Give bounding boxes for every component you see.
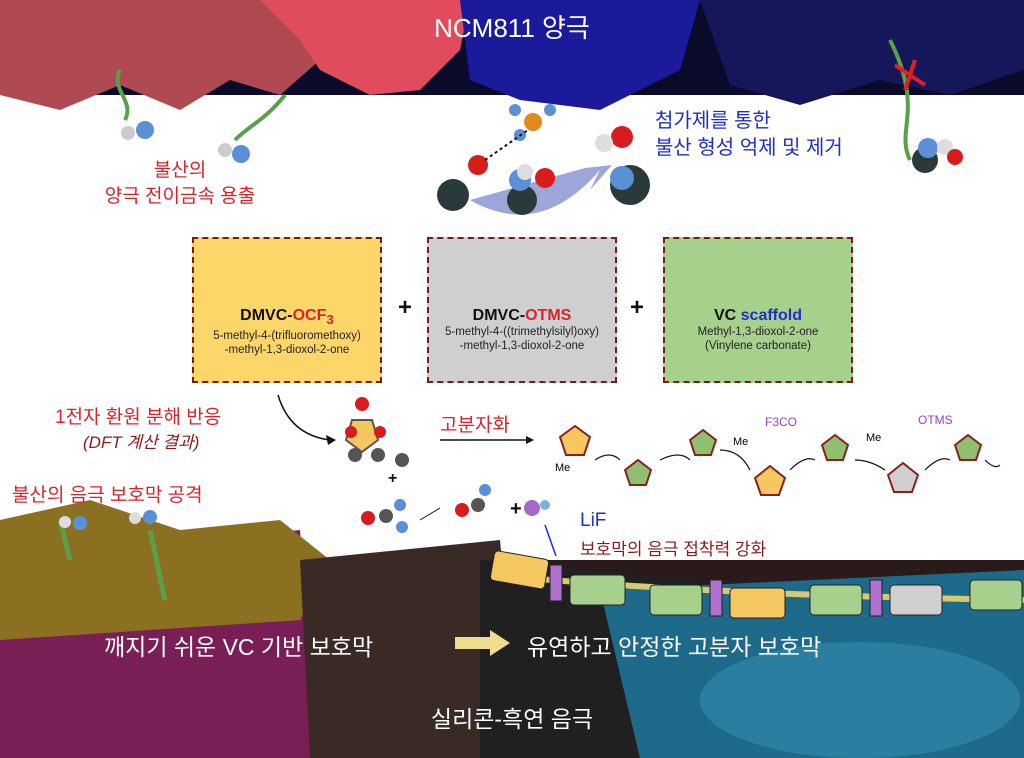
label-line: 불산 형성 억제 및 제거 [655,137,843,159]
hf-suppression-label: 첨가제를 통한 불산 형성 억제 및 제거 [655,108,843,162]
dft-note: (DFT 계산 결과) [83,433,200,452]
label-line: 첨가제를 통한 [655,110,771,132]
otms-label: OTMS [918,413,953,427]
molecule-group: scaffold [740,307,802,324]
molecule-card-vc: VC scaffold Methyl-1,3-dioxol-2-one (Vin… [663,237,853,383]
molecule-group: OCF [292,307,327,324]
plus-sign: + [630,294,645,321]
banner-arrow [455,630,510,656]
brittle-sei-label: 깨지기 쉬운 VC 기반 보호막 [104,634,374,660]
iupac-line: -methyl-1,3-dioxol-2-one [459,340,585,352]
reduction-label: 1전자 환원 분해 반응 [55,407,222,428]
molecule-group: OTMS [525,307,572,324]
iupac-line: 5-methyl-4-((trimethylsilyl)oxy) [445,326,599,338]
lif-label: LiF [580,510,607,531]
cathode-surface [0,0,1024,110]
f3co-label: F3CO [765,415,798,429]
plus-sign: + [388,470,398,487]
molecule-card-dmvc-otms: DMVC-OTMS 5-methyl-4-((trimethylsilyl)ox… [427,237,617,383]
polymer-sei-blocks [489,550,1023,619]
subscript: 3 [326,312,334,328]
flexible-sei-label: 유연하고 안정한 고분자 보호막 [527,634,822,660]
iupac-line: Methyl-1,3-dioxol-2-one [697,326,819,338]
iupac-line: -methyl-1,3-dioxol-2-one [224,344,350,357]
cathode-title: NCM811 양극 [434,13,590,43]
molecule-card-dmvc-ocf3: DMVC-OCF3 5-methyl-4-(trifluoromethoxy) … [192,237,382,383]
methyl-label: Me [866,432,882,444]
label-line: 양극 전이금속 용출 [104,186,256,207]
decomposition-molecules [277,394,557,557]
molecule-name: VC [713,307,741,324]
plus-sign: + [510,498,522,520]
polymerization-label: 고분자화 [440,415,510,436]
anode-scene [0,500,1024,758]
label-line: 불산의 [153,160,207,181]
methyl-label: Me [555,462,571,474]
anode-title: 실리콘-흑연 음극 [430,706,594,732]
molecule-name: DMVC- [240,307,293,324]
hf-molecule-icons [115,39,927,163]
polymer-chain [558,424,1001,496]
anode-attack-label: 불산의 음극 보호막 공격 [12,485,203,506]
cathode-dissolution-label: 불산의 양극 전이금속 용출 [70,158,290,210]
molecule-name: DMVC- [472,307,526,324]
lif-description: 보호막의 음극 접착력 강화 [580,540,767,559]
scavenging-scheme [437,104,963,215]
iupac-line: (Vinylene carbonate) [705,340,811,352]
methyl-label: Me [733,436,749,448]
iupac-line: 5-methyl-4-(trifluoromethoxy) [213,330,361,343]
plus-sign: + [398,294,413,321]
